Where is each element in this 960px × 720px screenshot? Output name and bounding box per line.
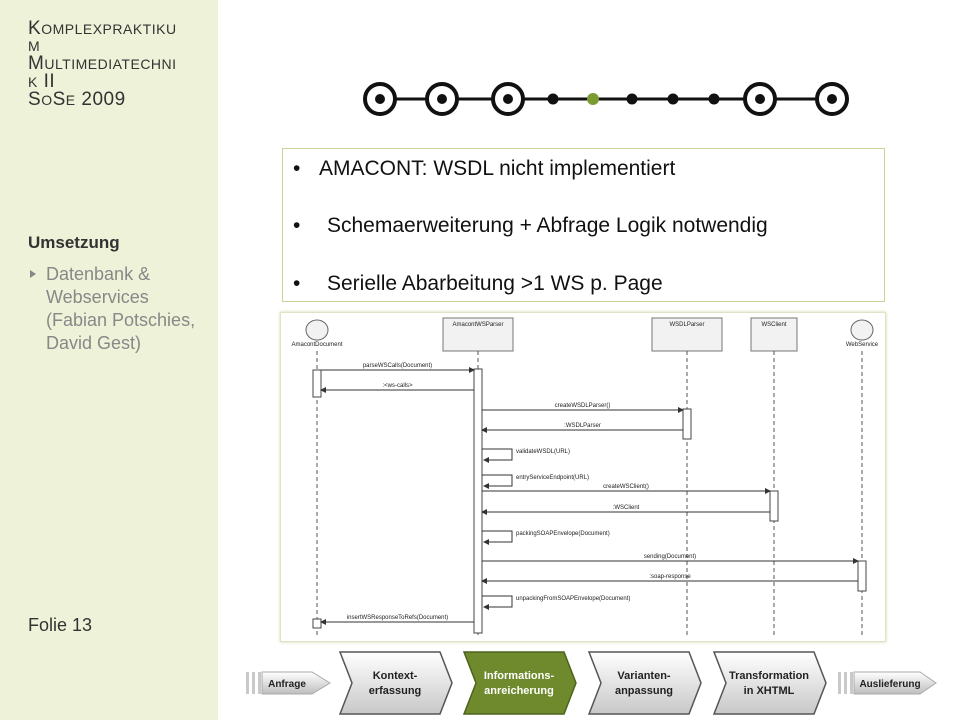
section-title: Umsetzung xyxy=(28,233,120,252)
participant-label: WSClient xyxy=(761,322,786,328)
start-arrow xyxy=(261,671,331,695)
progress-indicator xyxy=(363,82,849,116)
message-label: :WSClient xyxy=(613,505,640,511)
pipeline-step-label: Kontext- xyxy=(373,670,418,682)
pipeline-step xyxy=(338,651,453,715)
activation-box xyxy=(769,490,779,522)
nav-item-label: Datenbank & Webservices (Fabian Potschie… xyxy=(46,264,196,353)
participant-box xyxy=(651,317,723,352)
participant-label: WSDLParser xyxy=(669,322,704,328)
arrow-stripe xyxy=(246,672,249,694)
progress-current-step xyxy=(587,93,599,105)
course-title: KOMPLEXPRAKTIKU M MULTIMEDIATECHNI K II … xyxy=(28,18,206,110)
message-label: parseWSCalls(Document) xyxy=(363,363,432,369)
pipeline-step xyxy=(462,651,577,715)
pipeline-step-label: anpassung xyxy=(615,685,673,697)
arrow-stripe xyxy=(252,672,255,694)
self-message-arrow xyxy=(482,448,513,463)
participant-label: WebService xyxy=(846,342,879,348)
participant-box xyxy=(750,317,798,352)
progress-step-dot xyxy=(827,94,837,104)
pipeline-step xyxy=(587,651,702,715)
progress-step-dot xyxy=(667,93,679,105)
arrow-stripe xyxy=(844,672,847,694)
bullet-item: •Serielle Abarbeitung >1 WS p. Page xyxy=(293,272,663,295)
pipeline-step xyxy=(712,651,827,715)
message-label: :<ws-calls> xyxy=(382,383,413,389)
sidebar: KOMPLEXPRAKTIKU M MULTIMEDIATECHNI K II … xyxy=(0,0,218,720)
pipeline-step-label: anreicherung xyxy=(484,685,554,697)
participant-box xyxy=(442,317,514,352)
message-label: :soap-response xyxy=(649,574,691,580)
course-title-line: K II xyxy=(28,71,56,92)
pipeline-step-label: Varianten- xyxy=(617,670,671,682)
pipeline-step-label: erfassung xyxy=(369,685,422,697)
arrow-stripe xyxy=(838,672,841,694)
bullet-item: •Schemaerweiterung + Abfrage Logik notwe… xyxy=(293,214,768,237)
arrow-stripe xyxy=(258,672,261,694)
pipeline-step-label: Informations- xyxy=(484,670,555,682)
bullet-list-box: •AMACONT: WSDL nicht implementiert •Sche… xyxy=(282,148,885,302)
bullet-item: •AMACONT: WSDL nicht implementiert xyxy=(293,157,676,180)
pipeline-step-label: Transformation xyxy=(729,670,809,682)
bullet-text: Serielle Abarbeitung >1 WS p. Page xyxy=(327,272,663,295)
activation-box xyxy=(473,368,483,634)
end-arrow xyxy=(853,671,937,695)
arrow-stripe xyxy=(850,672,853,694)
activation-box xyxy=(312,618,322,629)
self-message-arrow xyxy=(482,474,513,489)
actor-icon xyxy=(305,319,329,341)
pipeline-start-label: Anfrage xyxy=(268,679,306,690)
message-label: packingSOAPEnvelope(Document) xyxy=(516,531,610,537)
activation-box xyxy=(312,369,322,398)
activation-box xyxy=(682,408,692,440)
course-title-line: KOMPLEXPRAKTIKU xyxy=(28,18,177,39)
message-label: insertWSResponseToRefs(Document) xyxy=(347,615,448,621)
message-label: sending(Document) xyxy=(644,554,696,560)
bullet-text: Schemaerweiterung + Abfrage Logik notwen… xyxy=(327,214,768,237)
activation-box xyxy=(857,560,867,592)
message-label: createWSClient() xyxy=(603,484,649,490)
progress-step-dot xyxy=(437,94,447,104)
progress-step-dot xyxy=(547,93,559,105)
message-label: validateWSDL(URL) xyxy=(516,449,570,455)
progress-step-dot xyxy=(708,93,720,105)
message-label: createWSDLParser() xyxy=(555,403,611,409)
process-pipeline: Anfrage Kontext-erfassung Informations-anr… xyxy=(246,651,937,715)
progress-step-dot xyxy=(503,94,513,104)
nav-item-datenbank-webservices[interactable]: Datenbank & Webservices (Fabian Potschie… xyxy=(28,263,210,355)
self-message-arrow xyxy=(482,595,513,610)
course-title-line: M xyxy=(28,38,41,54)
message-label: unpackingFromSOAPEnvelope(Document) xyxy=(516,596,630,602)
course-title-line: MULTIMEDIATECHNI xyxy=(28,53,177,74)
course-title-line: SOSE 2009 xyxy=(28,89,126,110)
message-label: :WSDLParser xyxy=(564,423,601,429)
actor-icon xyxy=(850,319,874,341)
triangle-bullet-icon xyxy=(30,270,36,278)
participant-label: AmacontDocument xyxy=(291,342,342,348)
progress-step-dot xyxy=(755,94,765,104)
self-message-arrow xyxy=(482,530,513,545)
slide-number: Folie 13 xyxy=(28,615,93,635)
sequence-diagram: AmacontDocument WebService AmacontWSParser… xyxy=(280,312,886,642)
pipeline-end-label: Auslieferung xyxy=(859,679,920,690)
progress-step-dot xyxy=(626,93,638,105)
progress-step-dot xyxy=(375,94,385,104)
message-label: entryServiceEndpoint(URL) xyxy=(516,475,589,481)
participant-label: AmacontWSParser xyxy=(452,322,503,328)
bullet-text: AMACONT: WSDL nicht implementiert xyxy=(319,157,676,180)
pipeline-step-label: in XHTML xyxy=(744,685,795,697)
